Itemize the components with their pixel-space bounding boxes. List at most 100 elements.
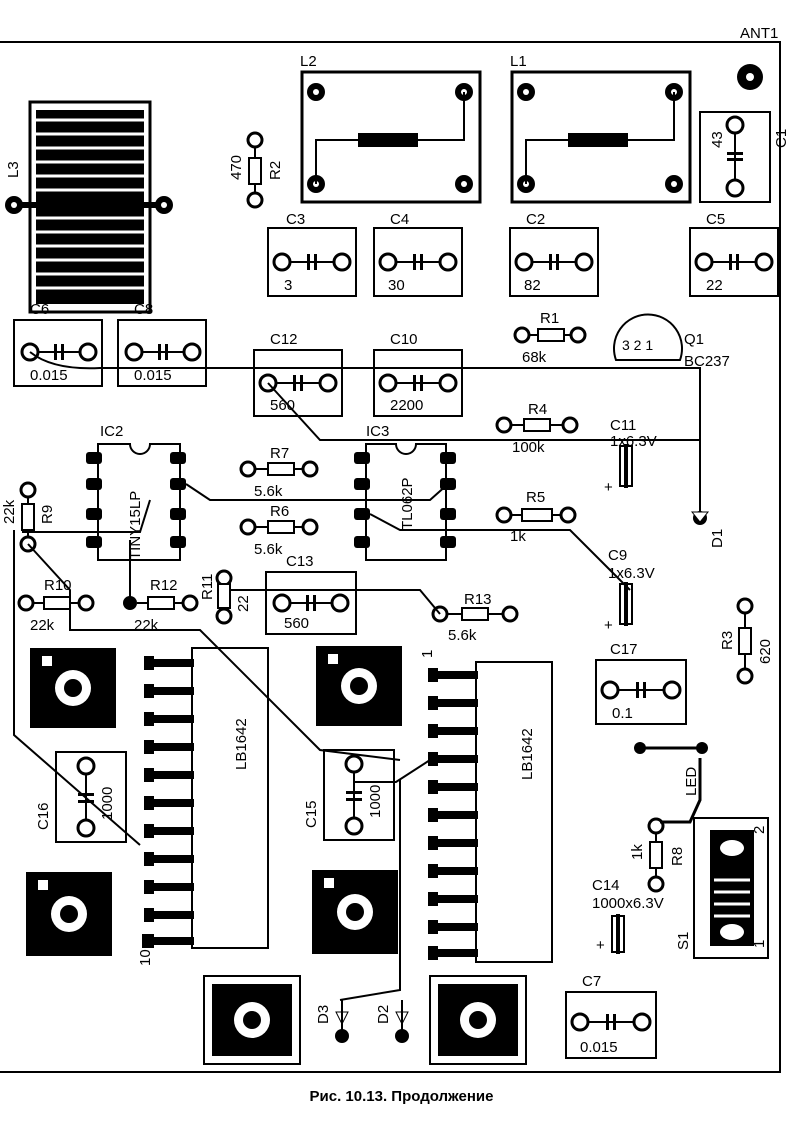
svg-text:1000: 1000 bbox=[99, 787, 116, 820]
svg-text:5.6k: 5.6k bbox=[254, 483, 283, 500]
trimmer-6 bbox=[429, 975, 527, 1065]
svg-text:10: 10 bbox=[137, 949, 154, 966]
ic-ic3: IC3 TL062P bbox=[354, 423, 456, 561]
svg-text:560: 560 bbox=[270, 397, 295, 414]
capacitor-c10: C10 2200 bbox=[373, 331, 463, 417]
svg-text:L3: L3 bbox=[5, 161, 22, 178]
svg-text:+: + bbox=[596, 937, 605, 954]
svg-text:22k: 22k bbox=[30, 617, 55, 634]
diode-d1: D1 bbox=[690, 511, 726, 548]
svg-text:0.015: 0.015 bbox=[30, 367, 68, 384]
svg-text:1000x6.3V: 1000x6.3V bbox=[592, 895, 664, 912]
svg-text:R10: R10 bbox=[44, 577, 72, 594]
trace-c15-ic bbox=[339, 759, 431, 1001]
ic-lb1642-left: LB1642 10 bbox=[137, 647, 269, 966]
ant1-label: ANT1 bbox=[740, 25, 778, 42]
svg-text:C7: C7 bbox=[582, 973, 601, 990]
capacitor-c4: C4 30 bbox=[373, 211, 463, 297]
trace-left-bus bbox=[13, 530, 141, 846]
svg-text:C14: C14 bbox=[592, 877, 620, 894]
capacitor-c14: C14 1000x6.3V + bbox=[592, 877, 664, 954]
svg-text:1000: 1000 bbox=[367, 785, 384, 818]
svg-text:5.6k: 5.6k bbox=[254, 541, 283, 558]
svg-text:3 2 1: 3 2 1 bbox=[622, 337, 653, 353]
svg-text:0.015: 0.015 bbox=[134, 367, 172, 384]
resistor-r5: R5 1k bbox=[495, 489, 577, 545]
capacitor-c16: 1000 C16 bbox=[35, 751, 127, 843]
svg-text:D1: D1 bbox=[709, 529, 726, 548]
ic-lb1642-right: LB1642 1 bbox=[419, 650, 553, 963]
svg-text:R1: R1 bbox=[540, 310, 559, 327]
ic-ic2: IC2 TINY15LP bbox=[86, 423, 186, 561]
trace-c12-ic3 bbox=[267, 382, 700, 441]
svg-text:C8: C8 bbox=[134, 301, 153, 318]
svg-text:5.6k: 5.6k bbox=[448, 627, 477, 644]
svg-text:L1: L1 bbox=[510, 53, 527, 70]
svg-text:1: 1 bbox=[751, 940, 768, 948]
svg-text:1k: 1k bbox=[629, 844, 646, 860]
svg-text:43: 43 bbox=[709, 131, 726, 148]
svg-text:1x6.3V: 1x6.3V bbox=[610, 433, 657, 450]
svg-text:IC3: IC3 bbox=[366, 423, 389, 440]
trace-ic2-r12 bbox=[22, 499, 151, 603]
trace-r5-c9 bbox=[369, 513, 631, 591]
svg-text:2: 2 bbox=[751, 826, 768, 834]
svg-text:C3: C3 bbox=[286, 211, 305, 228]
capacitor-c12: C12 560 bbox=[253, 331, 343, 417]
svg-text:LED: LED bbox=[683, 767, 700, 796]
board-outline bbox=[0, 41, 781, 1073]
resistor-r11: R11 22 bbox=[199, 569, 252, 625]
svg-text:22k: 22k bbox=[1, 499, 18, 524]
svg-text:22k: 22k bbox=[134, 617, 159, 634]
svg-text:R13: R13 bbox=[464, 591, 492, 608]
trace-r11-r13 bbox=[230, 589, 441, 615]
svg-text:1k: 1k bbox=[510, 528, 526, 545]
svg-text:82: 82 bbox=[524, 277, 541, 294]
svg-text:2200: 2200 bbox=[390, 397, 423, 414]
resistor-r7: R7 5.6k bbox=[239, 445, 319, 500]
svg-text:C16: C16 bbox=[35, 802, 52, 830]
svg-text:+: + bbox=[604, 479, 613, 496]
svg-text:C12: C12 bbox=[270, 331, 298, 348]
trimmer-3 bbox=[26, 872, 112, 956]
capacitor-c11: C11 1x6.3V + bbox=[604, 417, 657, 496]
figure-caption: Рис. 10.13. Продолжение bbox=[309, 1088, 494, 1105]
trimmer-4 bbox=[312, 870, 398, 954]
svg-text:C10: C10 bbox=[390, 331, 418, 348]
svg-text:R5: R5 bbox=[526, 489, 545, 506]
svg-text:3: 3 bbox=[284, 277, 292, 294]
svg-text:R6: R6 bbox=[270, 503, 289, 520]
resistor-r2: 470 R2 bbox=[228, 131, 284, 209]
svg-text:C4: C4 bbox=[390, 211, 409, 228]
capacitor-c3: C3 3 bbox=[267, 211, 357, 297]
diode-d3: D3 bbox=[315, 1000, 349, 1043]
resistor-r10: R10 22k bbox=[17, 577, 95, 634]
svg-text:C15: C15 bbox=[303, 800, 320, 828]
svg-text:C5: C5 bbox=[706, 211, 725, 228]
svg-text:R12: R12 bbox=[150, 577, 178, 594]
switch-s1: S1 2 1 bbox=[675, 817, 769, 959]
svg-text:C2: C2 bbox=[526, 211, 545, 228]
svg-text:D3: D3 bbox=[315, 1005, 332, 1024]
capacitor-c13: C13 560 bbox=[265, 553, 357, 635]
svg-text:30: 30 bbox=[388, 277, 405, 294]
svg-text:R8: R8 bbox=[669, 847, 686, 866]
trace-r9-left bbox=[27, 543, 401, 761]
svg-text:Q1: Q1 bbox=[684, 331, 704, 348]
svg-text:560: 560 bbox=[284, 615, 309, 632]
svg-text:R11: R11 bbox=[199, 574, 216, 600]
svg-text:S1: S1 bbox=[675, 932, 692, 950]
svg-text:TL062P: TL062P bbox=[399, 477, 416, 530]
svg-text:+: + bbox=[604, 617, 613, 634]
svg-text:L2: L2 bbox=[300, 53, 317, 70]
svg-text:470: 470 bbox=[228, 155, 245, 180]
svg-text:1x6.3V: 1x6.3V bbox=[608, 565, 655, 582]
svg-text:620: 620 bbox=[757, 639, 774, 664]
svg-text:R7: R7 bbox=[270, 445, 289, 462]
inductor-l3: L3 bbox=[5, 100, 173, 314]
capacitor-c7: C7 0.015 bbox=[565, 973, 657, 1059]
svg-text:IC2: IC2 bbox=[100, 423, 123, 440]
svg-text:1: 1 bbox=[419, 650, 436, 658]
resistor-r6: R6 5.6k bbox=[239, 503, 319, 558]
